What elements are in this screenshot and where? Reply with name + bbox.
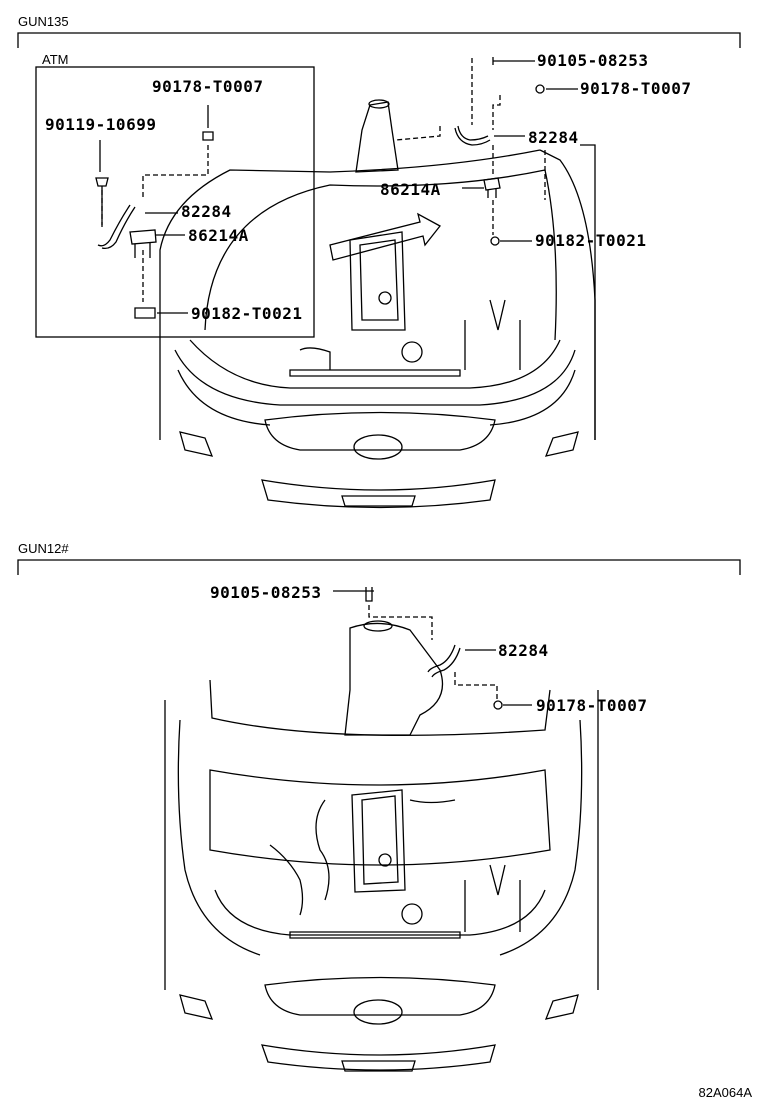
callout-82284-lower: 82284 [498, 641, 549, 660]
inset-callout-90178-T0007: 90178-T0007 [152, 77, 264, 96]
callout-90182-T0021: 90182-T0021 [535, 231, 647, 250]
inset-callout-82284: 82284 [181, 202, 232, 221]
inset-callout-90119-10699: 90119-10699 [45, 115, 157, 134]
engine-bay-top [159, 99, 596, 509]
atm-inset [35, 66, 315, 338]
wire-harness-bottom [333, 587, 532, 710]
inset-callout-86214A: 86214A [188, 226, 249, 245]
section-label-gun135: GUN135 [18, 14, 69, 29]
atm-inset-dashes [101, 145, 209, 302]
wire-harness-top [454, 57, 545, 246]
leader-lines-bottom [368, 605, 498, 700]
solid-leaders-top [462, 60, 596, 440]
section-frame-bottom [17, 559, 741, 575]
callout-90178-T0007: 90178-T0007 [580, 79, 692, 98]
callout-90105-08253: 90105-08253 [537, 51, 649, 70]
inset-callout-90182-T0021: 90182-T0021 [191, 304, 303, 323]
leader-lines-top [395, 58, 546, 235]
engine-bay-bottom [164, 620, 599, 1072]
callout-86214A: 86214A [380, 180, 441, 199]
callout-82284: 82284 [528, 128, 579, 147]
inset-label-atm: ATM [42, 52, 69, 67]
section-frame-top [17, 32, 741, 48]
callout-90105-08253-lower: 90105-08253 [210, 583, 322, 602]
section-label-gun12: GUN12# [18, 541, 69, 556]
diagram-reference: 82A064A [698, 1085, 753, 1100]
callout-90178-T0007-lower: 90178-T0007 [536, 696, 648, 715]
